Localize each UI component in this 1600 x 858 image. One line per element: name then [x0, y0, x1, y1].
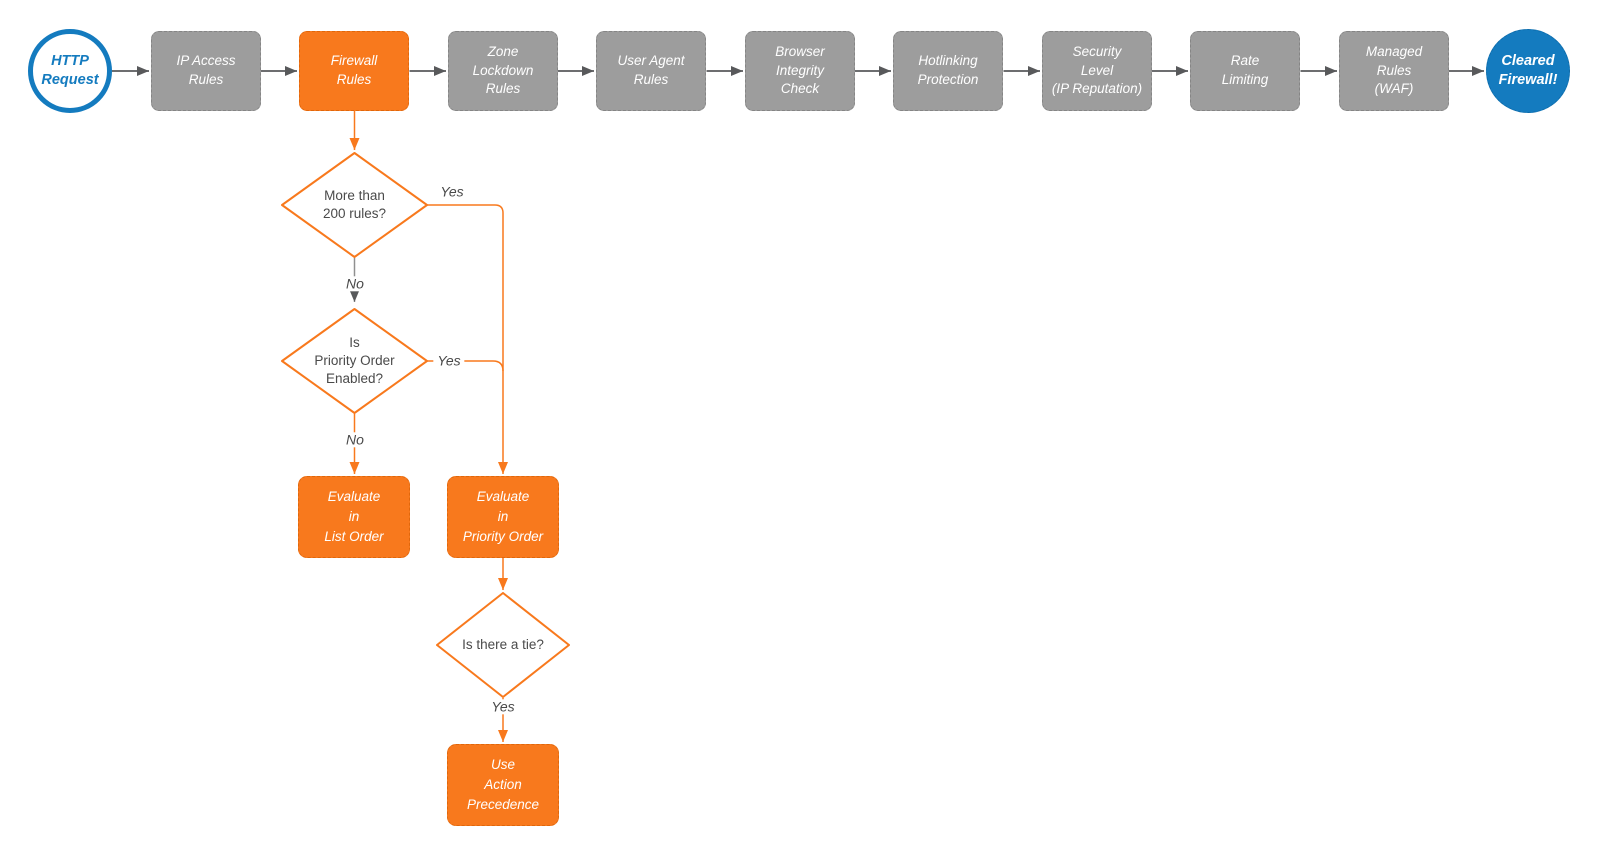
node-rate-limiting-label: Rate Limiting	[1221, 53, 1269, 87]
node-ip-access-rules: IP Access Rules	[151, 31, 261, 111]
node-evaluate-in-list-order: Evaluate in List Order	[298, 476, 410, 558]
node-user-agent-rules-label: User Agent Rules	[617, 53, 685, 87]
node-ip-access-rules-label: IP Access Rules	[176, 53, 236, 87]
edge-label-yes-rule-count: Yes	[440, 183, 464, 200]
decision-more-than-200-rules-label: More than 200 rules?	[322, 187, 387, 221]
decision-more-than-200-rules: More than 200 rules?	[281, 152, 428, 258]
node-use-action-precedence-label: Use Action Precedence	[466, 756, 540, 813]
node-cleared-firewall: Cleared Firewall!	[1486, 29, 1570, 113]
node-evaluate-in-priority-order-label: Evaluate in Priority Order	[462, 488, 544, 545]
decision-is-there-a-tie: Is there a tie?	[436, 592, 570, 698]
diamond-shape	[281, 308, 428, 414]
node-hotlinking-protection-label: Hotlinking Protection	[917, 53, 979, 87]
node-browser-integrity-check-label: Browser Integrity Check	[775, 44, 825, 97]
edge-label-no-priority-order: No	[342, 431, 368, 448]
node-managed-rules-waf-label: Managed Rules (WAF)	[1365, 44, 1423, 97]
node-evaluate-in-list-order-label: Evaluate in List Order	[324, 488, 384, 545]
node-zone-lockdown-rules-label: Zone Lockdown Rules	[472, 44, 534, 97]
node-managed-rules-waf: Managed Rules (WAF)	[1339, 31, 1449, 111]
node-evaluate-in-priority-order: Evaluate in Priority Order	[447, 476, 559, 558]
edge-label-yes-priority-order: Yes	[433, 352, 465, 369]
node-security-level: Security Level (IP Reputation)	[1042, 31, 1152, 111]
node-security-level-label: Security Level (IP Reputation)	[1051, 44, 1143, 97]
node-hotlinking-protection: Hotlinking Protection	[893, 31, 1003, 111]
decision-priority-order-enabled-label: Is Priority Order Enabled?	[314, 334, 395, 387]
node-http-request: HTTP Request	[28, 29, 112, 113]
edge-label-no-rule-count: No	[342, 275, 368, 292]
node-rate-limiting: Rate Limiting	[1190, 31, 1300, 111]
node-use-action-precedence: Use Action Precedence	[447, 744, 559, 826]
decision-is-there-a-tie-label: Is there a tie?	[462, 636, 544, 652]
node-http-request-label: HTTP Request	[41, 53, 99, 88]
node-firewall-rules: Firewall Rules	[299, 31, 409, 111]
diamond-shape	[281, 152, 428, 258]
edge-label-yes-tie: Yes	[487, 698, 519, 715]
diamond-shape	[436, 592, 570, 698]
node-firewall-rules-label: Firewall Rules	[330, 53, 378, 87]
node-user-agent-rules: User Agent Rules	[596, 31, 706, 111]
node-zone-lockdown-rules: Zone Lockdown Rules	[448, 31, 558, 111]
node-browser-integrity-check: Browser Integrity Check	[745, 31, 855, 111]
decision-priority-order-enabled: Is Priority Order Enabled?	[281, 308, 428, 414]
node-cleared-firewall-label: Cleared Firewall!	[1498, 53, 1558, 88]
